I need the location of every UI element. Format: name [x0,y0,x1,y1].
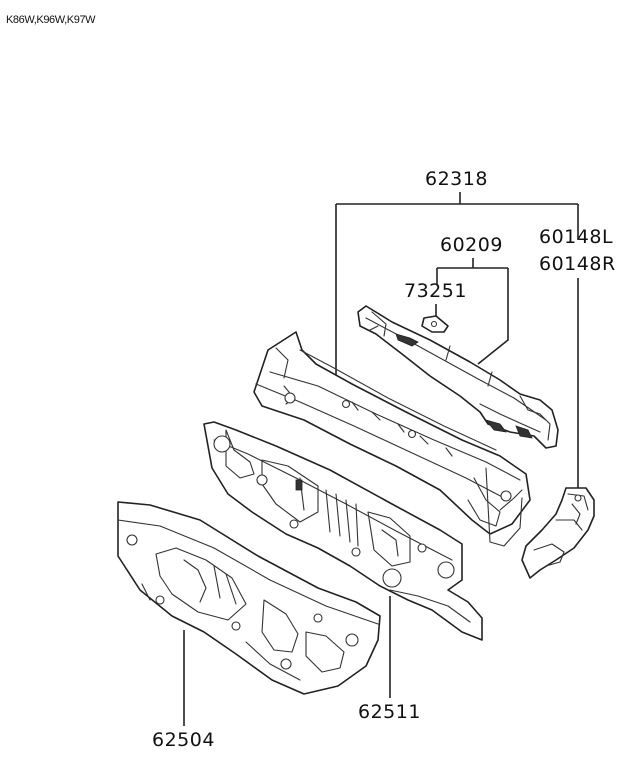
part-62504-dash-panel-lower [117,501,381,695]
label-62504: 62504 [152,729,215,751]
part-62318-cowl-top [253,331,531,547]
label-73251: 73251 [404,280,467,302]
model-codes: K86W,K96W,K97W [6,14,96,26]
label-62318: 62318 [425,168,488,190]
label-60148L: 60148L [539,226,613,248]
part-60209-reinforcement [357,305,559,449]
label-60148R: 60148R [539,253,616,275]
label-62511: 62511 [358,701,421,723]
leader-62318 [335,192,579,376]
part-62511-dash-panel-upper [203,421,483,641]
part-60148-side-extension [521,487,595,579]
label-60209: 60209 [440,234,503,256]
part-73251-bracket [421,315,449,333]
leader-60209 [436,258,509,365]
